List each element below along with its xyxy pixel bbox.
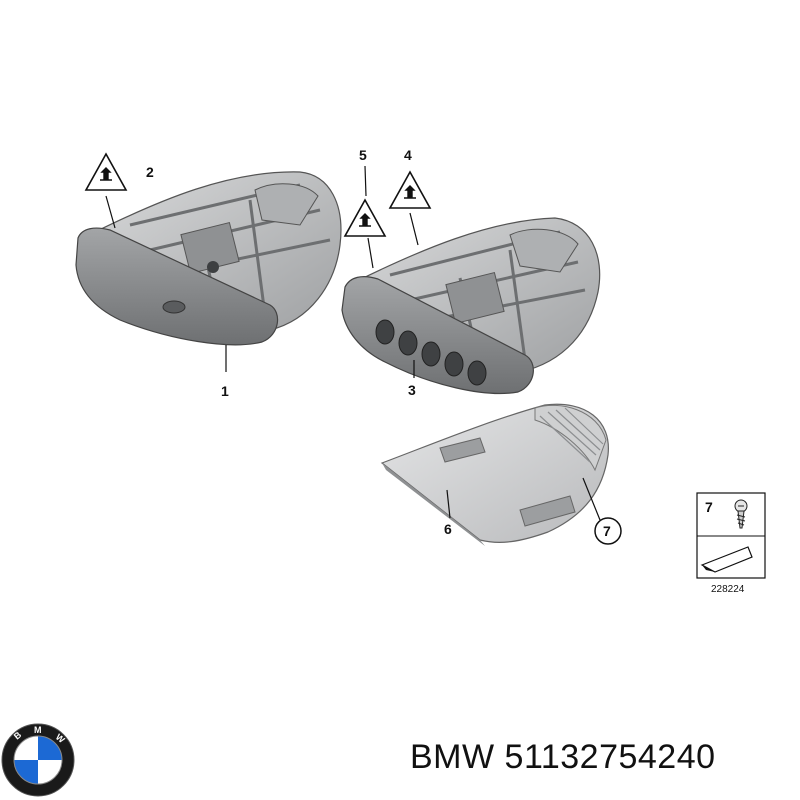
callout-4: 4: [404, 147, 412, 163]
lamp-openings: [375, 319, 487, 386]
triangle-plug-icon: [388, 170, 432, 209]
part-6-cover-panel: [380, 403, 609, 546]
diagram-id: 228224: [711, 584, 745, 595]
svg-text:B: B: [12, 729, 24, 741]
screw-icon: [734, 499, 748, 529]
callout-7: 7: [603, 523, 611, 539]
callout-6: 6: [444, 521, 452, 537]
triangle-plug-icon: [84, 152, 128, 191]
callout-1: 1: [221, 383, 229, 399]
caption-part-number: 51132754240: [504, 738, 716, 776]
bmw-logo: B M W: [1, 723, 75, 797]
triangle-plug-icon: [343, 198, 387, 237]
legend-box: 7 228224: [696, 492, 766, 595]
svg-text:M: M: [34, 725, 42, 735]
part-1-console-frame: [75, 171, 342, 346]
callout-2: 2: [146, 164, 154, 180]
arrow-icon: [700, 546, 753, 573]
legend-part-number: 7: [705, 499, 713, 515]
caption-brand: BMW: [410, 738, 495, 776]
part-3-console-with-openings: [341, 217, 601, 395]
part-caption: BMW 51132754240: [410, 738, 790, 777]
callout-7-circle: [594, 517, 622, 545]
callout-3: 3: [408, 382, 416, 398]
callout-5: 5: [359, 147, 367, 163]
leader-lines: [105, 165, 601, 521]
